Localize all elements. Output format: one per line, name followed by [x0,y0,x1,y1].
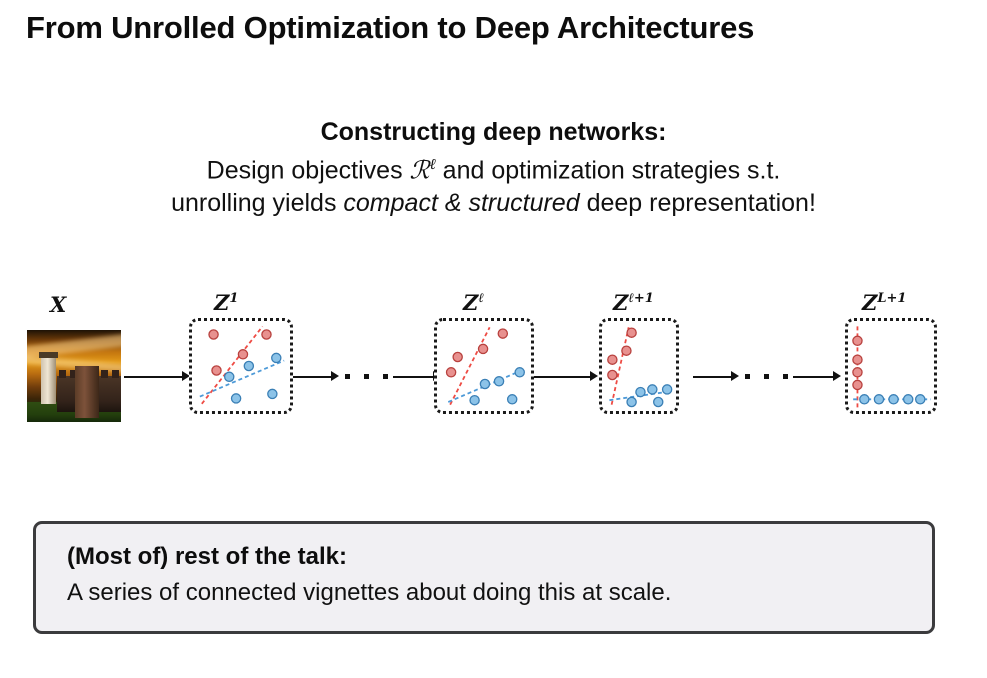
arrow-into-zl [393,376,433,378]
scatter-plot-Z^1 [199,325,285,405]
arrow-head-zl1-out [731,371,739,381]
input-label: X [50,292,67,317]
subtitle-line-1-suffix: and optimization strategies s.t. [435,156,781,185]
data-point-blue [902,394,914,405]
subtitle-heading: Constructing deep networks: [320,118,667,146]
subtitle-line-2: unrolling yields compact & structured de… [0,187,987,220]
data-point-blue [914,394,926,405]
subtitle-line-1: Design objectives ℛℓ and optimization st… [0,148,987,187]
data-point-red [211,365,222,376]
data-point-blue [493,376,505,387]
data-point-red [477,343,489,355]
data-point-blue [647,384,658,395]
data-point-blue [635,386,646,398]
data-point-blue [271,352,282,364]
arrow-z1-out [293,376,331,378]
latent-box-zl1 [599,318,679,414]
node-label-zl1: Zℓ+1 [613,290,654,315]
data-point-red [626,327,637,338]
data-point-blue [873,394,885,405]
scatter-plot-Z^ℓ+1 [607,327,673,408]
data-point-blue [243,360,255,372]
math-objective-symbol: ℛ [409,155,430,185]
callout-box: (Most of) rest of the talk: A series of … [33,521,935,634]
data-point-blue [223,371,235,383]
data-point-red [208,329,219,340]
data-point-red [452,351,463,363]
subspace-line-red [449,326,491,406]
data-point-red [852,367,863,378]
latent-box-zL1 [845,318,937,414]
node-label-z1: Z1 [214,290,239,315]
subtitle-line-2-emphasis: compact & structured [343,189,580,218]
data-point-blue [506,394,518,405]
data-point-red [607,369,618,381]
data-point-blue [859,394,870,405]
node-label-zl: Zℓ [463,290,484,315]
latent-box-zl [434,318,534,414]
subspace-line-blue [199,359,285,398]
scatter-plot-Z^ℓ [445,326,525,406]
data-point-blue [626,396,637,408]
data-point-red [852,335,863,347]
data-point-red [621,345,632,356]
data-point-blue [888,394,899,405]
data-point-blue [652,396,664,408]
data-point-red [445,367,457,378]
node-label-zL1: ZL+1 [862,290,907,315]
data-point-red [607,354,618,365]
callout-heading: (Most of) rest of the talk: [67,543,347,570]
subtitle-line-2-prefix: unrolling yields [171,189,344,218]
ellipsis-left [345,374,388,379]
arrow-head-zl-to-zl1 [590,371,598,381]
data-point-red [852,379,863,391]
page-title: From Unrolled Optimization to Deep Archi… [26,10,755,45]
latent-box-z1 [189,318,293,414]
ellipsis-right [745,374,788,379]
arrow-into-zL1 [793,376,833,378]
math-objective-superscript: ℓ [429,155,436,173]
data-point-blue [230,393,242,404]
scatter-plot-Z^L+1 [852,324,931,408]
subtitle-line-1-prefix: Design objectives [206,156,410,185]
arrow-head-into-zL1 [833,371,841,381]
data-point-red [261,329,272,340]
data-point-red [497,328,509,339]
castle-photo-thumbnail [27,330,121,422]
data-point-blue [661,384,673,395]
data-point-blue [267,388,278,400]
pipeline-diagram: X Z1 Zℓ Zℓ+1 ZL+1 [0,286,987,446]
subtitle-line-2-suffix: deep representation! [579,189,816,218]
data-point-red [852,354,863,365]
data-point-blue [514,367,525,378]
subtitle-block: Constructing deep networks: Design objec… [0,116,987,220]
data-point-blue [479,378,491,390]
data-point-red [237,349,249,360]
arrow-head-input-to-z1 [182,371,190,381]
subspace-line-red [610,327,630,405]
arrow-head-z1-out [331,371,339,381]
callout-body: A series of connected vignettes about do… [67,579,672,606]
data-point-blue [469,394,480,406]
arrow-input-to-z1 [124,376,182,378]
arrow-zl1-out [693,376,731,378]
subspace-line-red [201,325,264,405]
arrow-zl-to-zl1 [534,376,590,378]
